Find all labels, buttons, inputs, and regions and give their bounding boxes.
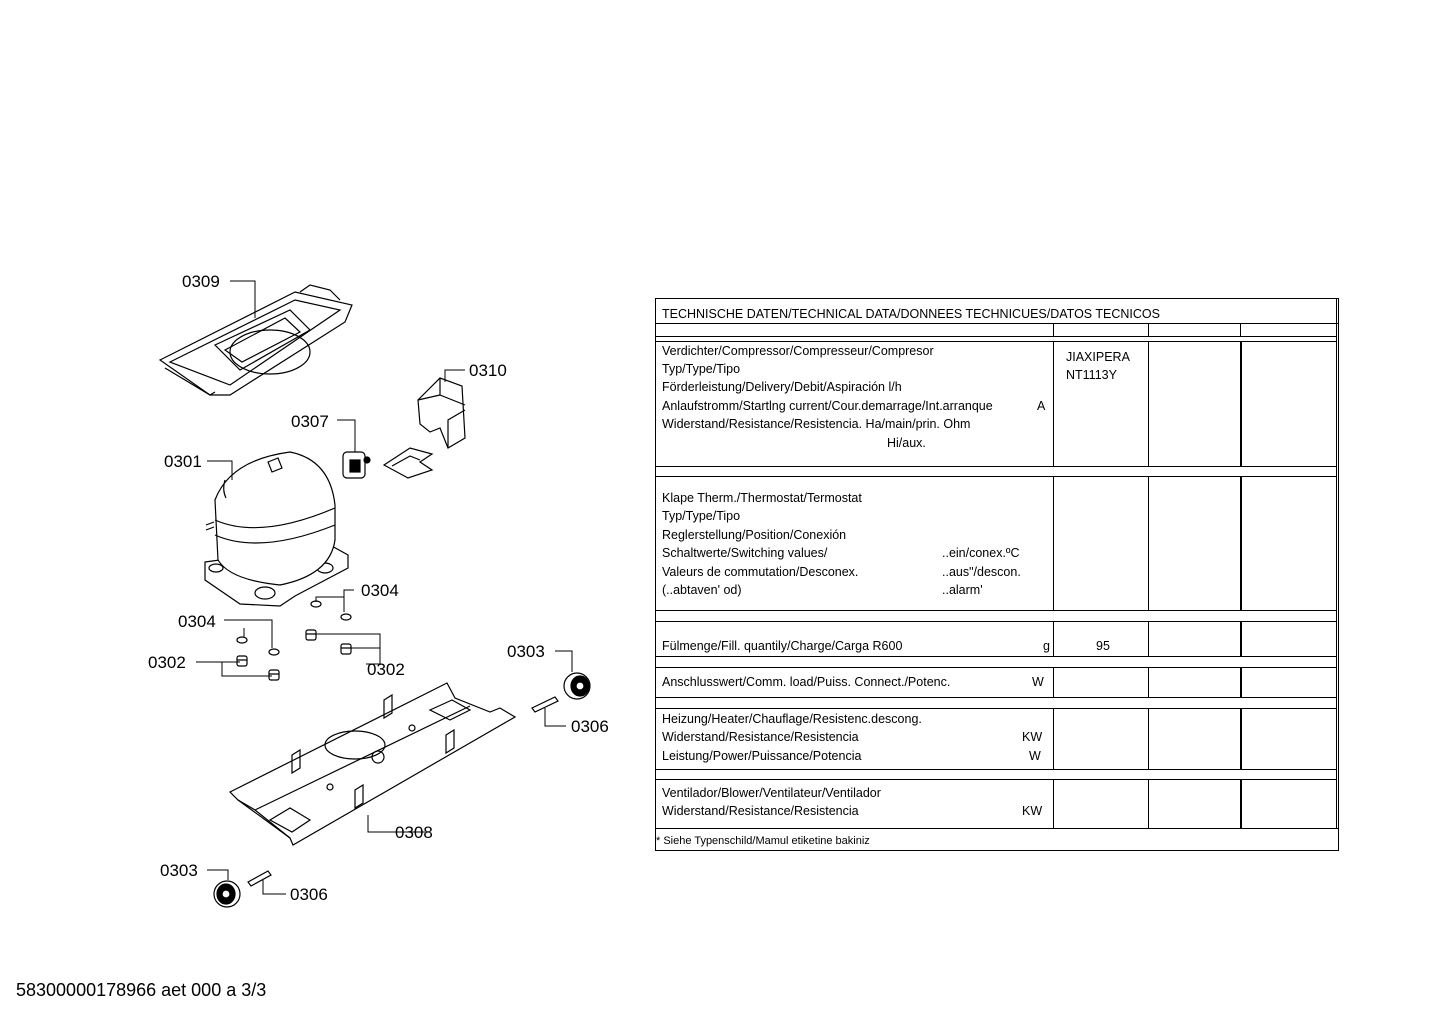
thermostat-switching-label: Schaltwerte/Switching values/	[662, 546, 828, 560]
label-0302-right: 0302	[367, 660, 405, 679]
part-0306-pin-upper	[531, 696, 559, 713]
label-0304-right: 0304	[361, 581, 399, 600]
compressor-delivery-label: Förderleistung/Delivery/Debit/Aspiración…	[662, 380, 902, 394]
part-0309-cover	[158, 284, 353, 396]
part-0310-relay-cover	[417, 377, 466, 449]
label-0310: 0310	[469, 361, 507, 380]
connected-load-label: Anschlusswert/Comm. load/Puiss. Connect.…	[662, 675, 951, 689]
heater-power-label: Leistung/Power/Puissance/Potencia	[662, 749, 862, 763]
thermostat-off-label: ..aus"/descon.	[942, 565, 1021, 579]
label-0308: 0308	[395, 823, 433, 842]
heater-resistance-label: Widerstand/Resistance/Resistencia	[662, 730, 859, 744]
fill-quantity-unit: g	[1043, 639, 1050, 653]
label-0302-left: 0302	[148, 653, 186, 672]
part-0306-pin-lower	[247, 870, 272, 887]
thermostat-position-label: Reglerstellung/Position/Conexión	[662, 528, 847, 542]
compressor-current-unit: A	[1037, 399, 1046, 413]
part-0307-relay	[342, 447, 434, 479]
compressor-aux-label: Hi/aux.	[887, 436, 926, 450]
label-0303-lower: 0303	[160, 861, 198, 880]
label-0304-left: 0304	[178, 612, 216, 631]
thermostat-alarm-label: ..alarm'	[942, 583, 983, 597]
part-0301-compressor	[204, 451, 349, 607]
thermostat-defrost-label: (..abtaven' od)	[662, 583, 742, 597]
part-0308-base-plate	[228, 682, 517, 846]
compressor-resistance-label: Widerstand/Resistance/Resistencia. Ha/ma…	[662, 417, 971, 431]
heater-resistance-unit: KW	[1022, 730, 1043, 744]
blower-label: Ventilador/Blower/Ventilateur/Ventilador	[662, 786, 881, 800]
blower-resistance-label: Widerstand/Resistance/Resistencia	[662, 804, 859, 818]
label-0303-upper: 0303	[507, 642, 545, 661]
label-0309: 0309	[182, 272, 220, 291]
part-0303-bushing-upper	[563, 672, 591, 700]
blower-resistance-unit: KW	[1022, 804, 1043, 818]
thermostat-type-label: Typ/Type/Tipo	[662, 509, 741, 523]
compressor-type-value: NT1113Y	[1066, 368, 1117, 382]
heater-power-unit: W	[1029, 749, 1041, 763]
thermostat-commutation-label: Valeurs de commutation/Desconex.	[662, 565, 859, 579]
fill-quantity-value: 95	[1096, 639, 1110, 653]
label-0301: 0301	[164, 452, 202, 471]
label-0306-lower: 0306	[290, 885, 328, 904]
compressor-type-label: Typ/Type/Tipo	[662, 362, 741, 376]
compressor-current-label: Anlaufstromm/Startlng current/Cour.demar…	[662, 399, 993, 413]
heater-label: Heizung/Heater/Chauflage/Resistenc.desco…	[662, 712, 922, 726]
part-0303-bushing-lower	[213, 880, 241, 908]
part-0304-washers	[236, 600, 352, 656]
thermostat-on-label: ..ein/conex.ºC	[942, 546, 1020, 560]
compressor-label: Verdichter/Compressor/Compresseur/Compre…	[662, 344, 934, 358]
thermostat-label: Klape Therm./Thermostat/Termostat	[662, 491, 862, 505]
compressor-brand-value: JIAXIPERA	[1066, 350, 1130, 364]
table-footnote: * Siehe Typenschild/Mamul etiketine baki…	[656, 835, 870, 847]
leader-lines	[196, 280, 573, 895]
label-0307: 0307	[291, 412, 329, 431]
fill-quantity-label: Fülmenge/Fill. quantily/Charge/Carga R60…	[662, 639, 903, 653]
label-0306-upper: 0306	[571, 717, 609, 736]
document-id: 58300000178966 aet 000 a 3/3	[16, 980, 267, 1000]
part-0302-grommets	[236, 629, 352, 681]
connected-load-unit: W	[1032, 675, 1044, 689]
table-header: TECHNISCHE DATEN/TECHNICAL DATA/DONNEES …	[662, 307, 1160, 321]
